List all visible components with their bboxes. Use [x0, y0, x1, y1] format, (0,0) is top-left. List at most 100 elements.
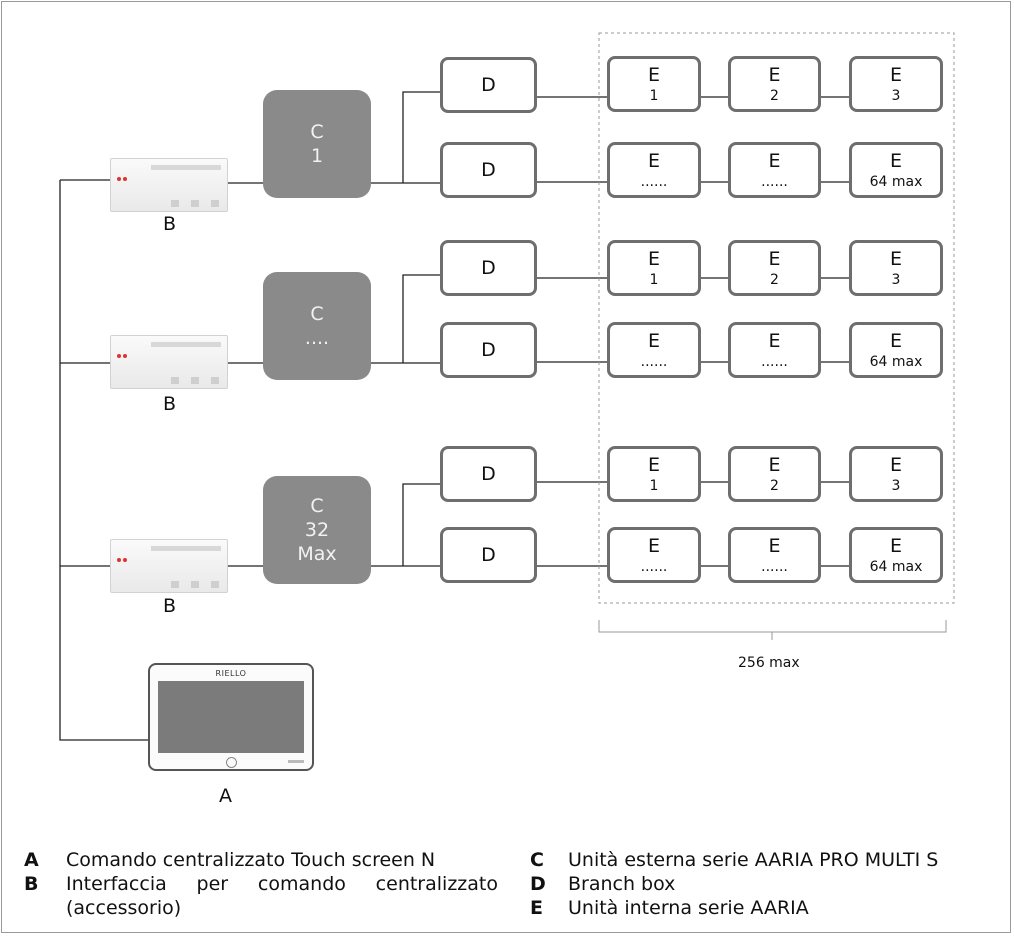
indoor-unit-label: E — [647, 248, 660, 270]
legend-text: Unità esterna serie AARIA PRO MULTI S — [568, 849, 939, 871]
indoor-unit-more: ...... — [640, 174, 668, 190]
indoor-unit-label: E — [647, 330, 660, 352]
legend-text: Interfaccia per comando centralizzato (a… — [66, 873, 498, 919]
outdoor-unit-2: C .... — [263, 272, 371, 380]
indoor-unit-more: ...... — [761, 174, 788, 190]
indoor-unit-label: E — [889, 454, 902, 476]
interface-unit-2 — [110, 335, 228, 389]
touch-screen-label: A — [219, 785, 232, 807]
interface-label: B — [163, 213, 177, 235]
branch-box-label: D — [481, 339, 496, 361]
outdoor-unit-index: 32 — [304, 519, 330, 541]
legend-text: Branch box — [568, 873, 676, 895]
outdoor-unit-index: .... — [304, 327, 330, 349]
indoor-unit: E...... — [607, 142, 701, 198]
indoor-unit-label: E — [647, 150, 660, 172]
home-button-icon — [226, 757, 237, 768]
interface-unit-3 — [110, 539, 228, 593]
indoor-unit: E...... — [728, 527, 821, 583]
indoor-unit-index: 2 — [770, 272, 779, 288]
indoor-unit: E 64 max — [849, 142, 943, 198]
indoor-unit: E...... — [607, 527, 701, 583]
branch-box: D — [440, 527, 537, 583]
touch-screen-display — [158, 681, 304, 753]
branch-box: D — [440, 142, 537, 198]
legend-text: Unità interna serie AARIA — [568, 897, 809, 919]
indoor-unit-index: 2 — [770, 88, 779, 104]
indoor-unit-more: ...... — [640, 354, 668, 370]
indoor-unit: E...... — [728, 322, 821, 378]
indoor-unit-more: ...... — [640, 559, 668, 575]
interface-label: B — [163, 393, 177, 415]
legend-key: B — [24, 873, 39, 895]
bus-line — [59, 180, 148, 741]
indoor-unit-more: ...... — [761, 354, 788, 370]
indoor-unit-label: E — [768, 454, 781, 476]
indoor-unit: E...... — [607, 322, 701, 378]
indoor-unit-label: E — [768, 330, 781, 352]
outdoor-unit-letter: C — [310, 121, 324, 143]
outdoor-unit-1: C 1 — [263, 90, 371, 198]
branch-box: D — [440, 322, 537, 378]
device-mark — [288, 760, 304, 763]
branch-box-label: D — [481, 74, 496, 96]
outdoor-unit-index: 1 — [310, 145, 324, 167]
branch-box-label: D — [481, 159, 496, 181]
indoor-unit: E 64 max — [849, 527, 943, 583]
indoor-unit-index: 1 — [649, 272, 659, 288]
outdoor-unit-max: Max — [297, 543, 337, 565]
indoor-unit-label: E — [768, 64, 781, 86]
outdoor-unit-letter: C — [310, 303, 324, 325]
indoor-unit-index: 1 — [649, 88, 659, 104]
indoor-unit: E 64 max — [849, 322, 943, 378]
interface-unit-1 — [110, 158, 228, 212]
branch-box: D — [440, 240, 537, 296]
indoor-unit-index: 3 — [891, 272, 901, 288]
indoor-unit-max: 64 max — [869, 354, 923, 370]
legend-key: E — [530, 897, 543, 919]
indoor-group-outline — [598, 32, 955, 604]
indoor-unit-label: E — [889, 330, 902, 352]
indoor-unit-label: E — [647, 454, 660, 476]
indoor-unit-index: 1 — [649, 478, 659, 494]
legend-key: D — [530, 873, 546, 895]
indoor-unit-label: E — [889, 64, 902, 86]
indoor-unit-label: E — [889, 150, 902, 172]
indoor-unit-max: 64 max — [869, 174, 923, 190]
legend-key: C — [530, 849, 544, 871]
indoor-unit-max: 64 max — [869, 559, 923, 575]
indoor-unit-index: 3 — [891, 88, 901, 104]
indoor-unit-label: E — [889, 248, 902, 270]
indoor-unit-index: 3 — [891, 478, 901, 494]
indoor-unit-label: E — [768, 248, 781, 270]
range-brace — [598, 620, 947, 640]
interface-label: B — [163, 595, 177, 617]
brand-logo: RIELLO — [215, 669, 247, 678]
branch-box-label: D — [481, 257, 496, 279]
branch-box-label: D — [481, 544, 496, 566]
indoor-unit-label: E — [768, 150, 781, 172]
indoor-unit-index: 2 — [770, 478, 779, 494]
legend-text: Comando centralizzato Touch screen N — [66, 849, 436, 871]
branch-box: D — [440, 446, 537, 502]
indoor-unit: E...... — [728, 142, 821, 198]
branch-box: D — [440, 57, 537, 113]
outdoor-unit-letter: C — [310, 495, 324, 517]
branch-box-label: D — [481, 463, 496, 485]
indoor-unit-more: ...... — [761, 559, 788, 575]
outdoor-unit-3: C 32 Max — [263, 476, 371, 584]
range-label: 256 max — [738, 655, 800, 671]
legend-key: A — [24, 849, 39, 871]
touch-screen-device: RIELLO — [148, 663, 314, 771]
indoor-unit-label: E — [889, 535, 902, 557]
